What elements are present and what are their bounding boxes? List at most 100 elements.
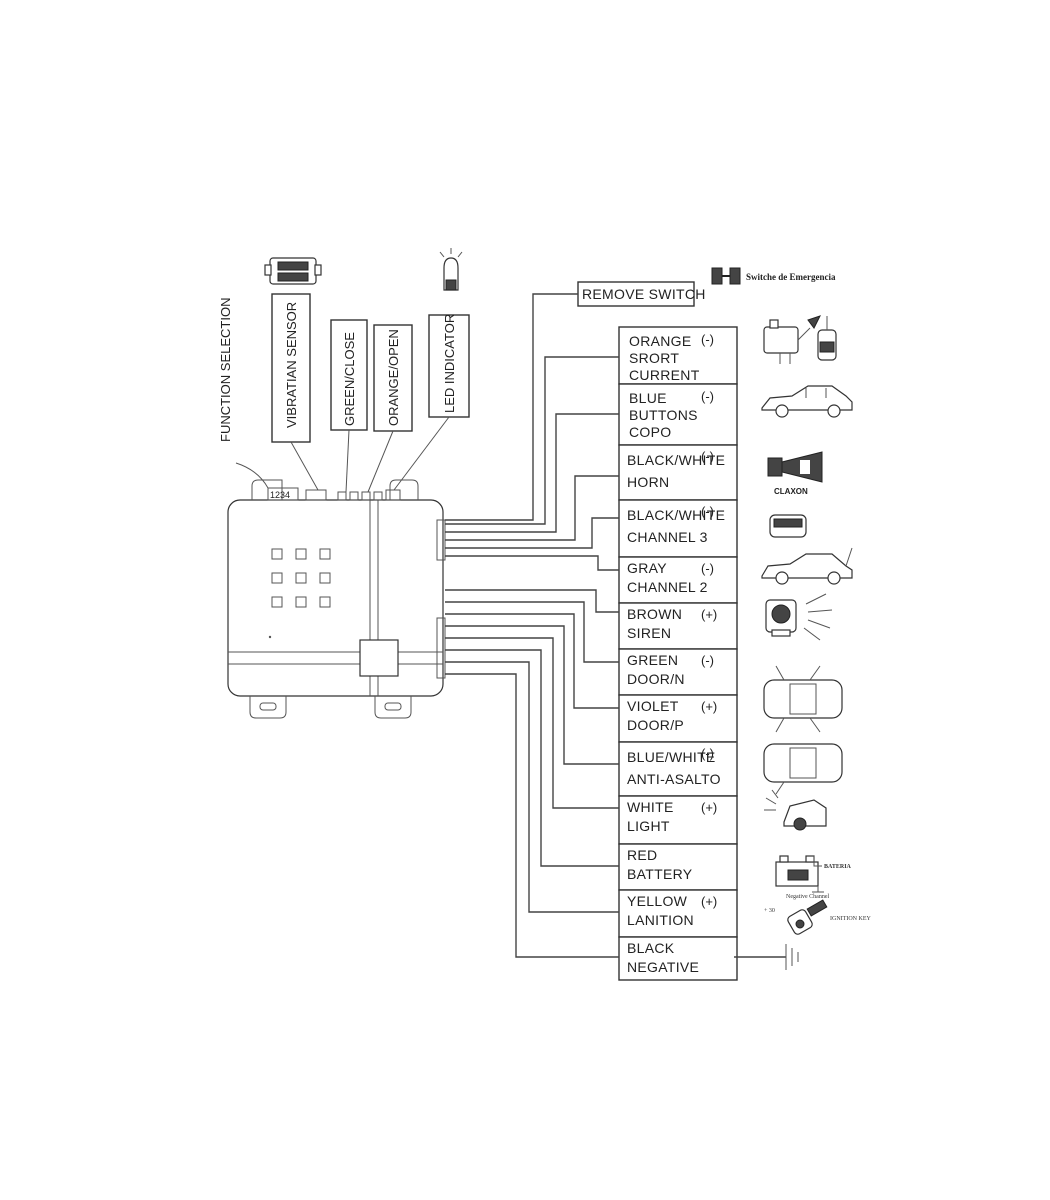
wire-route-2 [445, 413, 619, 533]
wire-route-1 [445, 356, 619, 525]
orange-open-label: ORANGE/OPEN [386, 329, 401, 426]
wire-box-frame [618, 444, 738, 501]
secondary-harness-connector [436, 617, 446, 679]
control-unit-center-block [359, 639, 399, 677]
wire-label-line: SIREN [627, 625, 671, 641]
wire-label-line: BATTERY [627, 866, 693, 882]
wire-box-frame [618, 694, 738, 743]
wire-label-line: DOOR/N [627, 671, 685, 687]
wire-label-line: WHITE [627, 799, 674, 815]
wire-label-line: BLACK/WHITE [627, 452, 725, 468]
wire-label-line: ANTI-ASALTO [627, 771, 721, 787]
led-indicator-label: LED INDICATOR [442, 314, 457, 413]
led-indicator-label-box [428, 314, 470, 418]
control-unit: 1234 [227, 479, 446, 719]
car-trunk-icon [761, 547, 853, 585]
emergency-switch-label: Switche de Emergencia [746, 272, 836, 282]
wire-route-10 [445, 637, 619, 809]
wire-polarity: (-) [701, 504, 714, 519]
wire-label-line: SRORT [629, 350, 679, 366]
wire-box-7: GREEN DOOR/N (-) [618, 648, 738, 696]
horn-icon [767, 451, 823, 483]
headlight-icon [764, 789, 827, 831]
wire-route-11 [445, 649, 619, 867]
led-bulb-icon [439, 248, 463, 291]
wire-label-line: GRAY [627, 560, 667, 576]
wire-label-line: CHANNEL 3 [627, 529, 708, 545]
car-door-anti-hijack-icon [763, 743, 843, 795]
negative-channel-label: Negative Channel [786, 894, 829, 900]
wire-polarity: (+) [701, 800, 717, 815]
wire-polarity: (+) [701, 699, 717, 714]
ignition-key-icon [787, 899, 828, 935]
channel3-module-icon [769, 514, 807, 538]
mount-tab-top-right [389, 479, 419, 500]
vibration-sensor-icon [264, 257, 322, 285]
wire-box-8: VIOLET DOOR/P (+) [618, 694, 738, 743]
wire-label-line: YELLOW [627, 893, 688, 909]
car-side-icon [761, 385, 853, 418]
remove-switch-wire [445, 293, 578, 521]
wire-route-6 [445, 589, 619, 613]
wire-label-line: BROWN [627, 606, 682, 622]
control-unit-body [227, 499, 444, 697]
dip-switch-block[interactable] [267, 487, 299, 501]
starter-relay-icon [763, 315, 837, 364]
wire-box-frame [618, 936, 738, 981]
wire-label-list: ORANGESRORTCURRENT(-)BLUEBUTTONSCOPO(-)B… [618, 326, 738, 981]
wire-polarity: (-) [701, 653, 714, 668]
green-close-label: GREEN/CLOSE [342, 332, 357, 426]
ground-symbol-icon [734, 944, 799, 970]
ignition-key-label: IGNITION KEY [830, 916, 871, 922]
car-doors-open-icon [763, 665, 843, 733]
wire-box-9: BLUE/WHITE ANTI-ASALTO (-) [618, 741, 738, 797]
wire-box-5: GRAY CHANNEL 2 (-) [618, 556, 738, 604]
wire-box-frame [618, 889, 738, 938]
wire-route-3 [445, 475, 619, 541]
wire-label-line: VIOLET [627, 698, 679, 714]
wire-box-10: WHITE LIGHT (+) [618, 795, 738, 845]
wire-label-line: BLUE [629, 390, 667, 406]
wire-box-frame [618, 795, 738, 845]
wire-polarity: (-) [701, 561, 714, 576]
wire-label-line: LIGHT [627, 818, 670, 834]
wire-label-line: CHANNEL 2 [627, 579, 708, 595]
wire-box-frame [618, 383, 738, 446]
wire-route-4 [445, 517, 619, 549]
wire-polarity: (-) [701, 332, 714, 347]
wire-label-line: ORANGE [629, 333, 691, 349]
wire-polarity: (-) [701, 389, 714, 404]
wire-label-line: LANITION [627, 912, 694, 928]
mount-tab-bottom-right [374, 696, 412, 719]
wire-polarity: (-) [701, 746, 714, 761]
wire-label-line: GREEN [627, 652, 678, 668]
siren-icon [765, 593, 833, 641]
wire-label-line: DOOR/P [627, 717, 684, 733]
wire-label-line: BLACK/WHITE [627, 507, 725, 523]
wire-label-line: COPO [629, 424, 671, 440]
wire-route-7 [445, 601, 619, 663]
plus30-label: + 30 [764, 908, 775, 914]
wire-polarity: (+) [701, 607, 717, 622]
wire-polarity: (-) [701, 449, 714, 464]
wire-route-8 [445, 613, 619, 709]
wire-route-5 [445, 555, 619, 571]
wire-box-frame [618, 556, 738, 604]
wire-label-line: BLUE/WHITE [627, 749, 716, 765]
wire-route-13 [445, 673, 619, 958]
wire-label-line: BUTTONS [629, 407, 698, 423]
control-unit-keypad [271, 548, 331, 608]
wire-box-frame [618, 499, 738, 558]
wire-route-12 [445, 661, 619, 913]
wire-box-frame [618, 741, 738, 797]
dip-switch-numbers: 1234 [270, 490, 290, 500]
battery-icon [775, 855, 824, 893]
wire-route-9 [445, 625, 619, 765]
vibration-sensor-connector [305, 489, 327, 501]
wire-routes [445, 356, 619, 958]
